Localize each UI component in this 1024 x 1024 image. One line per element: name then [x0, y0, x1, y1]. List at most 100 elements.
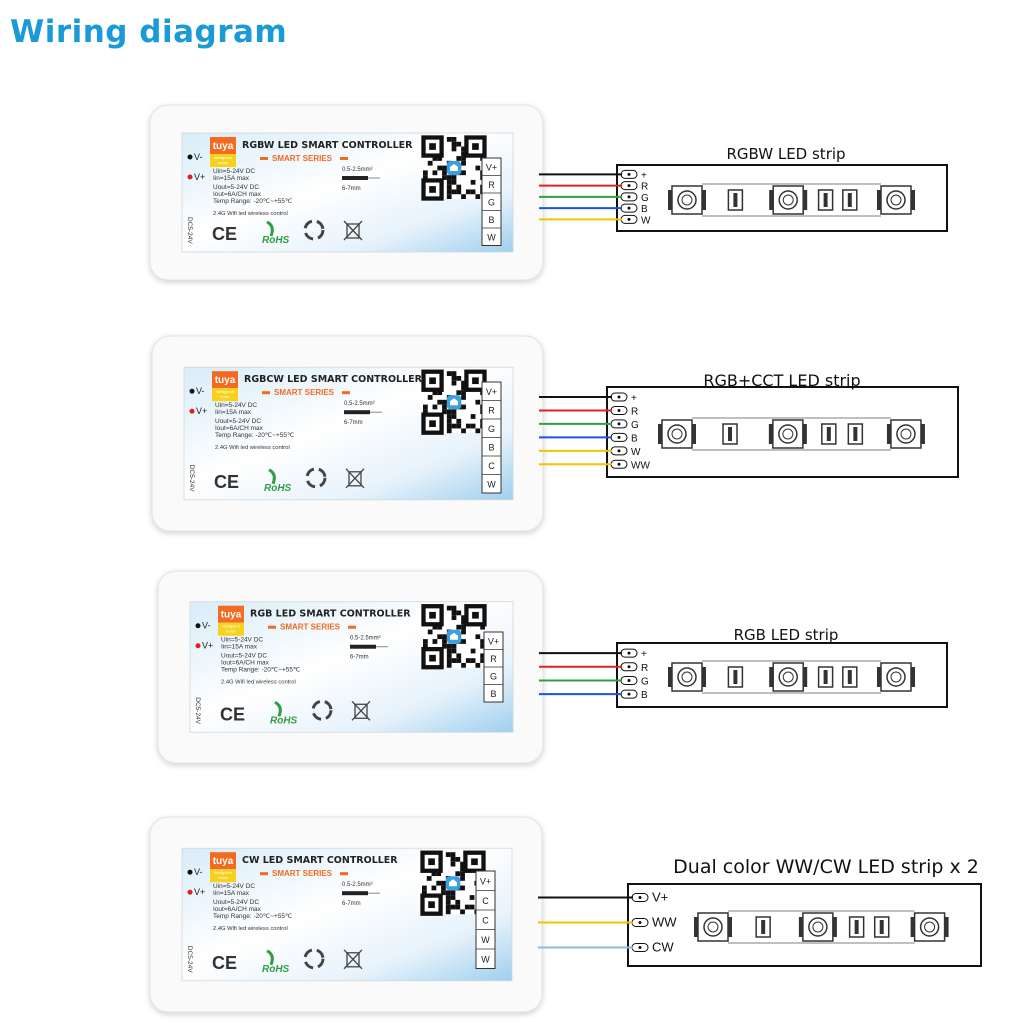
- strip-pin-label: W: [641, 215, 651, 226]
- strip-title: RGBW LED strip: [726, 145, 845, 163]
- tuya-sub-text-1: Intelligence: [214, 871, 232, 875]
- tuya-logo: [218, 605, 244, 623]
- strip-pin-label: B: [641, 204, 648, 215]
- tuya-logo-text: tuya: [215, 375, 236, 386]
- led-strip-1: +RGBW: [616, 164, 948, 232]
- strip-pin-label: +: [631, 393, 637, 404]
- v-plus-label: V+: [194, 887, 205, 897]
- led-chip: [886, 419, 925, 449]
- weee-bin-icon: [351, 700, 371, 721]
- smart-series-label: SMART SERIES: [280, 623, 341, 632]
- wire-strip-icon: [350, 644, 376, 649]
- wire-strip-icon: [342, 176, 368, 180]
- resistor: [842, 666, 858, 688]
- tuya-sub-badge: [210, 154, 236, 167]
- smart-series-label: SMART SERIES: [272, 154, 333, 163]
- resistor: [727, 666, 744, 688]
- resistor: [727, 189, 744, 211]
- strip-length-label: 6-7mm: [342, 186, 361, 192]
- terminal-label: C: [488, 461, 495, 471]
- wire-strip-icon: [342, 891, 368, 896]
- recycle-icon: [303, 219, 325, 241]
- tuya-logo-text: tuya: [213, 141, 234, 152]
- spec-line: Uout=5-24V DC: [213, 184, 259, 191]
- spec-line: Iout=6A/CH max: [221, 660, 270, 667]
- strip-pin-label: +: [641, 649, 647, 660]
- resistor: [848, 916, 865, 938]
- spec-line: Iin=15A max: [213, 175, 250, 182]
- led-chip: [658, 419, 696, 449]
- qr-code-icon: [421, 604, 487, 670]
- strip-pin-label: R: [641, 663, 648, 674]
- spec-line: Uin=5-24V DC: [213, 168, 255, 175]
- v-minus-label: V-: [202, 621, 211, 631]
- terminal-block: [475, 870, 496, 969]
- wire-size-label: 0.5-2.5mm²: [342, 882, 373, 888]
- terminal-label: G: [490, 671, 497, 681]
- led-chip: [877, 185, 915, 215]
- wifi-label: 2.4G Wifi led wireless control: [213, 926, 288, 932]
- tuya-logo-text: tuya: [213, 856, 234, 867]
- terminal-label: W: [487, 232, 496, 242]
- wifi-label: 2.4G Wifi led wireless control: [213, 211, 288, 217]
- terminal-label: C: [482, 916, 489, 926]
- strip-pin-label: V+: [652, 890, 668, 905]
- v-plus-dot: [187, 889, 193, 895]
- terminal-label: B: [488, 215, 494, 225]
- page-title: Wiring diagram: [10, 14, 288, 50]
- v-plus-label: V+: [196, 406, 207, 416]
- weee-bin-icon: [345, 468, 365, 489]
- terminal-label: V+: [488, 636, 499, 646]
- spec-line: Uin=5-24V DC: [215, 402, 257, 409]
- spec-line: Iin=15A max: [215, 409, 252, 416]
- strip-pin-label: W: [631, 447, 641, 458]
- led-chip: [668, 662, 706, 692]
- led-chip: [668, 185, 706, 215]
- rohs-mark: RoHS: [264, 483, 292, 494]
- terminal-label: W: [481, 955, 490, 965]
- strip-pin-label: R: [631, 406, 638, 417]
- resistor: [817, 189, 834, 211]
- spec-line: Iout=6A/CH max: [213, 191, 262, 198]
- terminal-label: V+: [480, 877, 491, 887]
- v-minus-dot: [187, 869, 193, 875]
- resistor: [821, 423, 837, 445]
- strip-length-label: 6-7mm: [342, 901, 361, 907]
- strip-length-label: 6-7mm: [344, 420, 363, 426]
- tuya-sub-text-1: Intelligence: [216, 390, 234, 394]
- strip-pin-label: B: [631, 433, 638, 444]
- tuya-logo: [210, 137, 236, 154]
- tuya-sub-text-1: Intelligence: [214, 156, 232, 160]
- qr-code-icon: [420, 850, 486, 916]
- strip-pin-label: G: [631, 420, 639, 431]
- spec-line: Temp Range: -20℃~+55℃: [213, 198, 293, 205]
- qr-code-icon: [421, 135, 487, 201]
- tuya-sub-text-2: Inside: [220, 395, 230, 399]
- wire-size-label: 0.5-2.5mm²: [342, 167, 373, 173]
- smart-series-label: SMART SERIES: [274, 388, 335, 397]
- controller-name: RGBCW LED SMART CONTROLLER: [244, 374, 423, 385]
- rohs-mark: RoHS: [262, 964, 290, 975]
- wifi-label: 2.4G Wifi led wireless control: [215, 445, 290, 451]
- terminal-label: R: [488, 405, 495, 415]
- terminal-label: C: [482, 896, 489, 906]
- tuya-logo: [210, 852, 236, 870]
- rohs-mark: RoHS: [262, 235, 290, 246]
- v-minus-dot: [195, 623, 201, 629]
- ce-mark: CE: [220, 704, 245, 724]
- controller-name: CW LED SMART CONTROLLER: [242, 855, 398, 866]
- tuya-sub-text-2: Inside: [218, 161, 228, 165]
- tuya-sub-badge: [212, 388, 238, 402]
- recycle-icon: [311, 699, 333, 721]
- strip-pin-label: R: [641, 182, 648, 193]
- strip-pin-label: G: [641, 193, 649, 204]
- dc-voltage-label: DC5-24V: [186, 946, 193, 973]
- terminal-label: W: [481, 935, 490, 945]
- strip-pin-label: +: [641, 170, 647, 181]
- spec-line: Iout=6A/CH max: [213, 906, 262, 913]
- terminal-label: R: [490, 654, 497, 664]
